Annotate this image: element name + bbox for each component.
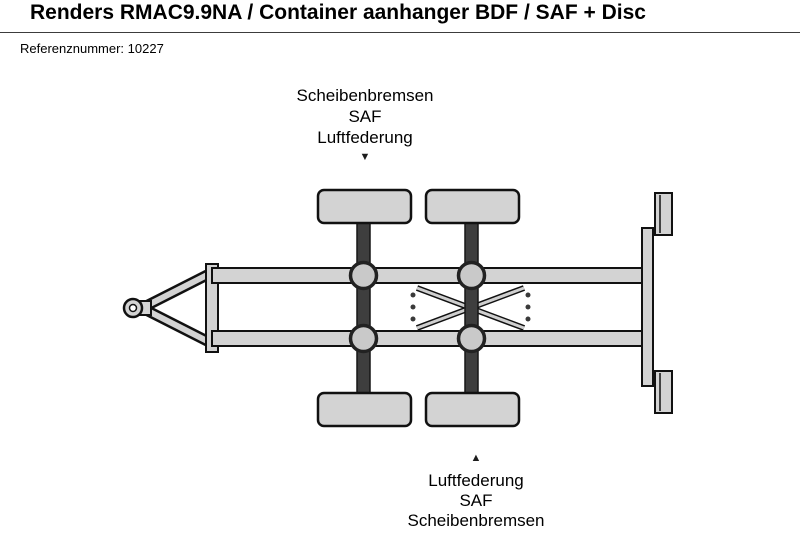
arrow-down-icon: ▼ bbox=[359, 151, 371, 163]
arrow-up-icon: ▲ bbox=[470, 452, 482, 464]
towing-eye bbox=[122, 297, 144, 319]
top-annotation: Scheibenbremsen SAF Luftfederung ▼ bbox=[296, 85, 433, 164]
annotation-line: SAF bbox=[348, 107, 382, 126]
annotation-line: Luftfederung bbox=[428, 471, 524, 490]
axle-2 bbox=[464, 193, 479, 425]
drawbar bbox=[139, 263, 219, 353]
suspension-axle1-top bbox=[348, 260, 379, 291]
rear-plate-bottom bbox=[654, 370, 673, 414]
rear-plate-top bbox=[654, 192, 673, 236]
suspension-axle2-bottom bbox=[456, 323, 487, 354]
reference-number: Referenznummer: 10227 bbox=[20, 41, 164, 56]
wheel-axle1-left bbox=[316, 188, 413, 225]
suspension-axle2-top bbox=[456, 260, 487, 291]
bottom-annotation: ▲ Luftfederung SAF Scheibenbremsen bbox=[407, 452, 544, 531]
suspension-axle1-bottom bbox=[348, 323, 379, 354]
wheel-axle2-right bbox=[424, 391, 521, 428]
axle-1 bbox=[356, 193, 371, 425]
annotation-line: Scheibenbremsen bbox=[296, 86, 434, 105]
annotation-line: Scheibenbremsen bbox=[407, 511, 545, 530]
wheel-axle2-left bbox=[424, 188, 521, 225]
header-divider bbox=[0, 32, 800, 33]
page-title: Renders RMAC9.9NA / Container aanhanger … bbox=[30, 1, 646, 24]
annotation-line: SAF bbox=[459, 491, 493, 510]
annotation-line: Luftfederung bbox=[317, 128, 413, 147]
frame-rail-bottom bbox=[211, 330, 653, 347]
reference-label: Referenznummer: bbox=[20, 41, 125, 56]
wheel-axle1-right bbox=[316, 391, 413, 428]
rear-crossmember bbox=[641, 227, 654, 387]
reference-value: 10227 bbox=[127, 41, 164, 56]
bolt-holes-rear bbox=[525, 292, 531, 322]
frame-rail-top bbox=[211, 267, 653, 284]
bolt-holes-front bbox=[410, 292, 416, 322]
